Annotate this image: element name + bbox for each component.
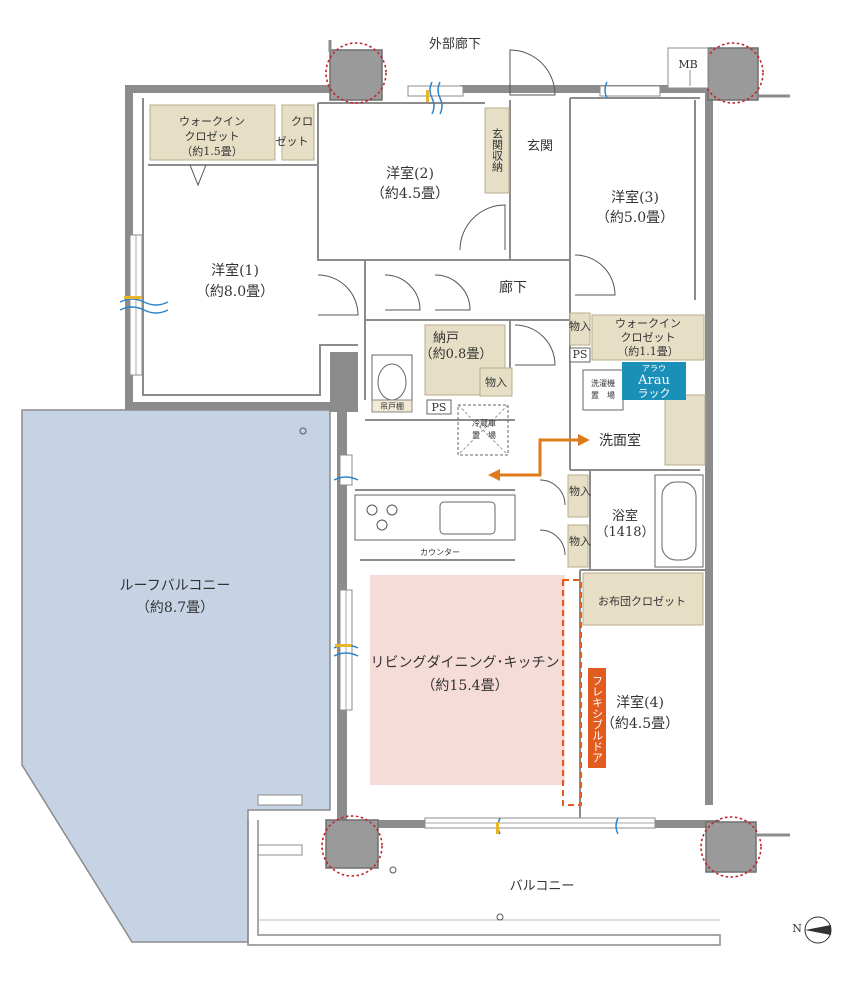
ldk-name: リビングダイニング･キッチン (371, 655, 560, 671)
ps-label-1: PS (432, 401, 447, 414)
wic2-label-1: ウォークイン (615, 317, 681, 330)
fridge-space (457, 404, 509, 456)
room3-name: 洋室(3) (611, 189, 659, 206)
counter-label: カウンター (420, 548, 460, 557)
entrance-label: 玄関 (527, 139, 553, 154)
washer-label-1: 洗濯機 (591, 378, 615, 388)
entrance-storage-label: 玄関収納 (491, 127, 504, 173)
roof-balcony-area (21, 409, 331, 943)
ps-label-2: PS (573, 348, 588, 361)
arrow-head-left (488, 469, 500, 481)
flexible-door-label: フレキシブルドア (591, 675, 604, 763)
fixture-circle-3 (496, 913, 504, 921)
monoire-4-storage (567, 524, 589, 568)
fridge-diag-2 (457, 404, 509, 456)
outer-corridor-label: 外部廊下 (429, 36, 481, 52)
monoire-4-label: 物入 (569, 534, 591, 548)
entrance-storage-box (484, 107, 510, 194)
compass-n-label: N (792, 922, 802, 935)
fixture-circle-2 (389, 866, 397, 874)
interior-walls (142, 97, 705, 820)
wash-shelf-storage (664, 394, 706, 466)
wic1-label-1: ウォークイン (179, 115, 245, 128)
flow-arrow (495, 438, 580, 477)
ldk-area (370, 575, 565, 785)
monoire-1-label: 物入 (485, 375, 507, 389)
balcony-label: バルコニー (510, 879, 575, 894)
hallway-label: 廊下 (499, 279, 527, 296)
futon-closet-storage (582, 572, 704, 626)
monoire-1-storage (479, 367, 513, 397)
monoire-2-label: 物入 (569, 319, 591, 333)
closet-small-storage (281, 104, 315, 161)
arrow-head-right (578, 434, 590, 446)
roof-balcony-fixture-2 (257, 844, 303, 856)
shelf-label: 吊戸棚 (380, 401, 404, 411)
flexible-door-badge (588, 668, 606, 768)
room2-size: （約4.5畳） (371, 186, 449, 202)
fridge-label-1: 冷蔵庫 (472, 418, 496, 428)
bathroom-size: （1418） (595, 525, 654, 540)
bathroom-name: 浴室 (612, 508, 638, 524)
washer-space (582, 369, 624, 411)
closet-small-label-1: クロ (291, 115, 313, 128)
washer-label-2: 置 場 (591, 390, 615, 400)
ps-box-2 (569, 347, 591, 363)
ventilation-icons (119, 81, 619, 835)
shelf-box (371, 399, 413, 413)
compass-icon (804, 916, 832, 944)
roof-balcony-size: （約8.7畳） (136, 600, 214, 616)
ldk-size: （約15.4畳） (421, 678, 508, 694)
kitchen-sink (439, 501, 496, 535)
wic2-storage (591, 314, 705, 361)
nando-size: （約0.8畳） (420, 347, 493, 362)
wic1-label-2: クロゼット (185, 130, 240, 143)
monoire-3-label: 物入 (569, 484, 591, 498)
vent-accents (124, 90, 499, 834)
closet-small-label-2: ゼット (276, 135, 309, 148)
monoire-3-storage (567, 474, 589, 518)
wic2-label-2: クロゼット (621, 331, 676, 344)
washroom-label: 洗面室 (599, 432, 641, 449)
arau-name-label: Arau (637, 373, 670, 388)
monoire-2-storage (569, 312, 591, 346)
wic1-storage (149, 104, 276, 161)
arau-rack-label: ラック (638, 387, 671, 400)
windows (129, 85, 661, 829)
roof-balcony-name: ルーフバルコニー (120, 578, 231, 594)
wic2-label-3: （約1.1畳） (617, 344, 679, 358)
room2-name: 洋室(2) (386, 165, 434, 182)
mb-box (667, 47, 709, 89)
room1-name: 洋室(1) (211, 262, 259, 279)
fridge-label-2: 置 場 (472, 430, 496, 440)
columns (321, 42, 764, 878)
stove-icon (366, 504, 398, 531)
balcony-railing (247, 820, 721, 946)
bathtub (661, 481, 697, 561)
ps-box-1 (426, 399, 452, 415)
room1-size: （約8.0畳） (196, 284, 274, 300)
nando-name: 納戸 (433, 331, 459, 346)
flexible-door-outline (562, 579, 582, 806)
doors (189, 49, 616, 556)
arau-rack (622, 362, 686, 400)
fixture-circle-1 (299, 427, 307, 435)
room3-size: （約5.0畳） (596, 210, 674, 226)
room4-size: （約4.5畳） (601, 716, 679, 732)
futon-closet-label: お布団クロゼット (598, 595, 686, 608)
toilet-bowl (377, 363, 407, 401)
room4-name: 洋室(4) (616, 694, 664, 711)
arau-small-label: アラウ (642, 364, 666, 373)
wic1-label-3: （約1.5畳） (181, 144, 243, 158)
mb-label: MB (678, 58, 697, 71)
roof-balcony-fixture (257, 794, 303, 806)
